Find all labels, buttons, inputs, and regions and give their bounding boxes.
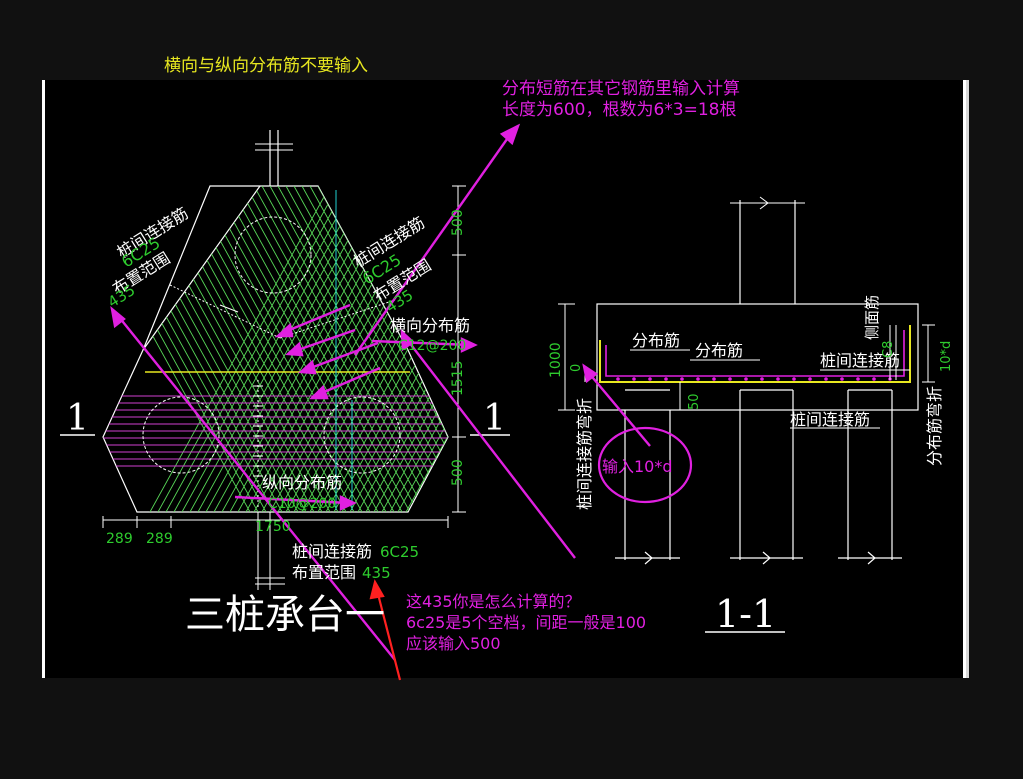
- section-dist-bar-1: 分布筋: [632, 331, 680, 350]
- note-bottom-3: 应该输入500: [406, 634, 501, 653]
- section-dist-bar-2: 分布筋: [695, 341, 743, 360]
- pile-right: [323, 396, 401, 474]
- section-side-bar: 侧面筋: [863, 295, 881, 340]
- section-title: 1-1: [715, 592, 776, 636]
- horizontal-label: 横向分布筋: [390, 316, 470, 335]
- pile-top: [234, 216, 312, 294]
- section-dim-50: 50: [687, 393, 702, 410]
- dim-289b: 289: [146, 531, 173, 547]
- cap-section: [596, 303, 919, 411]
- bottom-spec: 6C25: [380, 543, 419, 561]
- note-circle: [597, 426, 693, 504]
- dim-1515: 1515: [450, 360, 466, 396]
- plan-title: 三桩承台一: [185, 592, 385, 638]
- note-bottom-1: 这435你是怎么计算的？: [406, 592, 581, 611]
- section-mark-left: 1: [66, 398, 89, 439]
- note-circle-text: 输入10*d: [602, 457, 673, 476]
- dim-289a: 289: [106, 531, 133, 547]
- dim-500-top: 500: [450, 209, 466, 236]
- vertical-label: 纵向分布筋: [262, 473, 342, 492]
- note-bottom-2: 6c25是5个空档，间距一般是100: [406, 613, 646, 632]
- section-dim-0: 0: [569, 364, 584, 372]
- dim-500-bottom: 500: [450, 459, 466, 486]
- section-pile-conn-2: 桩间连接筋: [790, 410, 870, 429]
- viewport-border-left: [42, 80, 45, 678]
- horizontal-spec: C12@200: [398, 338, 466, 354]
- annotation-arrows: [110, 123, 651, 661]
- bottom-label-1: 桩间连接筋: [292, 542, 372, 561]
- note-top-yellow: 横向与纵向分布筋不要输入: [164, 56, 368, 76]
- dim-1750: 1750: [255, 519, 291, 535]
- section-pile-conn-1: 桩间连接筋: [820, 351, 900, 370]
- note-top-right-1: 分布短筋在其它钢筋里输入计算: [502, 79, 740, 99]
- bottom-range: 435: [362, 564, 391, 582]
- section-view: [558, 196, 935, 633]
- note-top-right-2: 长度为600，根数为6*3=18根: [502, 100, 736, 120]
- section-mark-right: 1: [483, 398, 506, 439]
- section-dim-1000: 1000: [548, 342, 564, 378]
- section-hook-right: 分布筋弯折: [925, 386, 944, 466]
- section-dim-10d: 10*d: [939, 341, 954, 372]
- vertical-spec: C10@200: [268, 496, 336, 512]
- section-side-spec: C8: [881, 341, 896, 358]
- bottom-label-2: 布置范围: [292, 563, 356, 582]
- red-arrow: [369, 579, 402, 681]
- pile-left: [142, 396, 220, 474]
- section-hook-left: 桩间连接筋弯折: [575, 398, 594, 510]
